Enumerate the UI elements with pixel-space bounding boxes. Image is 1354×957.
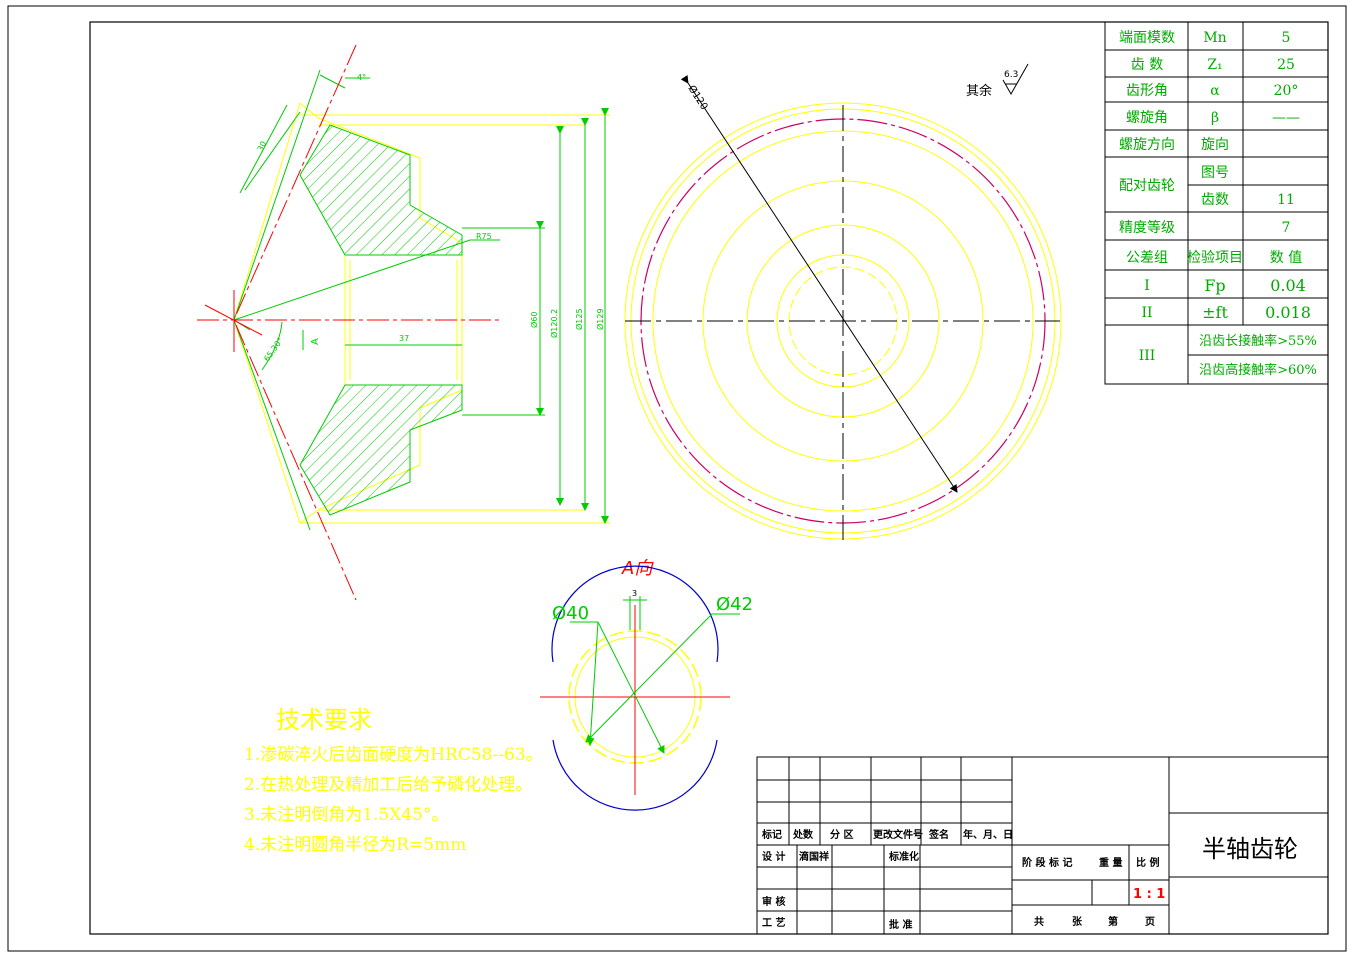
tb-page: 页 [1145, 916, 1155, 928]
row-value-ft: 0.018 [1265, 303, 1311, 322]
tb-design: 设 计 [762, 850, 785, 863]
dim-key: 3 [632, 589, 637, 598]
row-value-pressure-angle: 20° [1274, 83, 1299, 99]
roughness-prefix: 其余 [966, 83, 992, 99]
tb-part-name: 半轴齿轮 [1202, 835, 1298, 863]
row-symbol-teeth: Z₁ [1207, 57, 1222, 73]
title-block: 标记 处数 分 区 更改文件号 签名 年、月、日 设 计 滴国祥 标准化 审 核… [756, 756, 1329, 935]
tech-notes-title: 技术要求 [276, 706, 372, 734]
row-contact-length: 沿齿长接触率>55% [1199, 333, 1317, 349]
view-a-title: A向 [621, 558, 654, 579]
hatch-lower [299, 384, 463, 516]
row-symbol-mating-teeth: 齿数 [1201, 192, 1229, 208]
tb-approve: 批 准 [889, 918, 912, 931]
row-symbol-pressure-angle: α [1210, 83, 1220, 99]
dim-d4: Ø129 [595, 308, 605, 330]
dim-d1: Ø60 [529, 312, 539, 328]
view-a: A向 Ø40 Ø42 3 [540, 558, 753, 811]
row-label-pressure-angle: 齿形角 [1126, 83, 1168, 99]
row-label-helix-angle: 螺旋角 [1126, 110, 1168, 126]
row-label-tolerance-group: 公差组 [1126, 250, 1168, 266]
row-symbol-helix-angle: β [1211, 110, 1219, 126]
tb-standard: 标准化 [888, 850, 919, 863]
row-label-module: 端面模数 [1119, 30, 1175, 46]
row-label-group-2: II [1141, 305, 1152, 321]
row-label-helix-direction: 螺旋方向 [1119, 137, 1175, 153]
row-symbol-module: Mn [1203, 30, 1226, 46]
row-symbol-helix-direction: 旋向 [1201, 137, 1229, 153]
row-symbol-drawing-no: 图号 [1201, 165, 1229, 181]
dim-face-width: 30 [256, 140, 269, 153]
dim-small: Ø40 [552, 603, 589, 624]
row-symbol-ft: ±ft [1202, 303, 1228, 322]
row-symbol-fp: Fp [1204, 276, 1225, 295]
tb-scale-label: 比 例 [1136, 856, 1159, 869]
row-label-group-3: III [1139, 348, 1156, 364]
row-label-accuracy: 精度等级 [1119, 219, 1175, 236]
tb-zone: 分 区 [830, 828, 853, 841]
tech-note-4: 4.未注明圆角半径为R=5mm [244, 835, 466, 855]
tb-review: 审 核 [762, 895, 785, 908]
row-contact-height: 沿齿高接触率>60% [1199, 362, 1317, 378]
tb-process: 工 艺 [762, 916, 785, 929]
row-symbol-inspection: 检验项目 [1187, 250, 1243, 266]
tb-date: 年、月、日 [963, 828, 1013, 841]
tb-weight: 重 量 [1099, 856, 1122, 869]
tb-scale-value: 1 : 1 [1133, 887, 1165, 902]
dim-d2: Ø120.2 [549, 309, 559, 338]
dim-cone-angle: 65.30° [262, 336, 285, 363]
tb-sign: 签名 [928, 828, 949, 841]
tech-note-2: 2.在热处理及精加工后给予磷化处理。 [244, 775, 532, 795]
row-label-mating-gear: 配对齿轮 [1119, 178, 1175, 194]
tb-number: 第 [1108, 915, 1118, 928]
dia-leader [680, 74, 958, 493]
tech-notes: 技术要求 1.渗碳淬火后齿面硬度为HRC58--63。 2.在热处理及精加工后给… [244, 706, 543, 855]
dia-label: Ø120 [685, 83, 710, 112]
dim-angle-top: 4° [357, 73, 366, 82]
dim-large: Ø42 [716, 594, 753, 615]
row-value-fp: 0.04 [1270, 276, 1306, 295]
roughness-value: 6.3 [1004, 70, 1018, 80]
row-value-module: 5 [1282, 30, 1291, 46]
drawing-frame [89, 21, 1329, 935]
row-value-teeth: 25 [1277, 57, 1295, 73]
front-view: Ø120 其余 6.3 [624, 63, 1062, 540]
tb-stage: 阶 段 标 记 [1022, 856, 1072, 869]
view-arrow-label: A [310, 338, 321, 345]
param-table: 端面模数 Mn 5 齿 数 Z₁ 25 齿形角 α 20° 螺旋角 β —— 螺… [1104, 21, 1329, 385]
tb-mark: 标记 [761, 828, 782, 841]
tb-count: 处数 [792, 828, 814, 841]
tb-docno: 更改文件号 [873, 828, 923, 841]
tech-note-1: 1.渗碳淬火后齿面硬度为HRC58--63。 [244, 745, 543, 765]
dim-d3: Ø125 [574, 308, 584, 330]
dim-bore-length: 37 [399, 334, 409, 343]
row-value-header: 数 值 [1270, 250, 1302, 266]
tb-sheets: 张 [1072, 915, 1083, 928]
row-value-accuracy: 7 [1282, 220, 1291, 236]
roughness-icon [1002, 63, 1029, 96]
tb-designer: 滴国祥 [799, 850, 829, 863]
dim-radius: R75 [476, 232, 492, 241]
row-value-mating-teeth: 11 [1277, 192, 1295, 208]
section-view: 4° 30 R75 37 Ø60 Ø120.2 Ø125 Ø129 65.30°… [197, 44, 610, 601]
tb-total: 共 [1034, 915, 1044, 928]
row-value-helix-angle: —— [1272, 110, 1300, 126]
row-label-teeth: 齿 数 [1131, 57, 1163, 73]
paper-border [7, 5, 1347, 952]
tech-note-3: 3.未注明倒角为1.5X45°。 [244, 805, 449, 825]
hatch-upper [299, 124, 463, 256]
row-label-group-1: I [1144, 278, 1150, 294]
